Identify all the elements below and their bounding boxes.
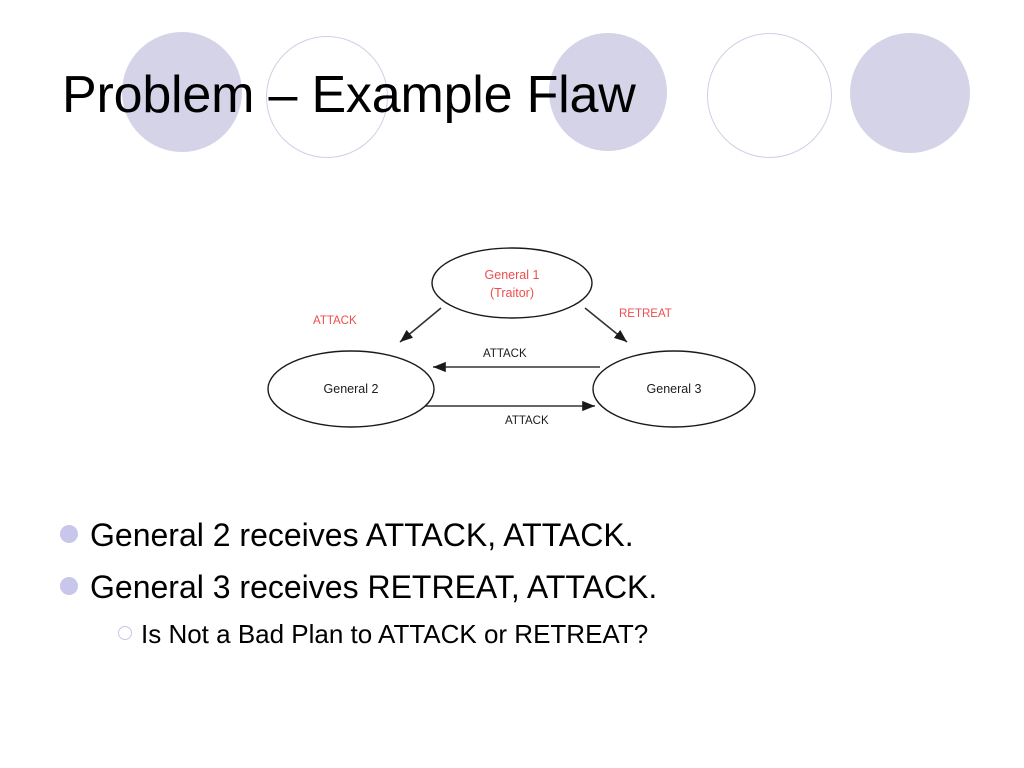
bullet-text: General 2 receives ATTACK, ATTACK.	[90, 517, 634, 553]
bullet-marker-filled-icon	[60, 525, 78, 543]
bullet-list: General 2 receives ATTACK, ATTACK. Gener…	[60, 512, 960, 652]
node-general1-label-line1: General 1	[485, 268, 540, 282]
edge-label-retreat-right: RETREAT	[619, 308, 672, 320]
byzantine-generals-diagram: ATTACK RETREAT ATTACK ATTACK General 1	[255, 232, 775, 447]
edge-general2-to-general3: ATTACK	[423, 400, 595, 427]
list-item: General 2 receives ATTACK, ATTACK.	[60, 512, 960, 558]
node-general2-label: General 2	[324, 382, 379, 396]
bullet-marker-hollow-icon	[118, 626, 132, 640]
title-block: Problem – Example Flaw	[62, 58, 942, 138]
bullet-marker-filled-icon	[60, 577, 78, 595]
edge-general1-to-general3: RETREAT	[584, 307, 672, 343]
page-title: Problem – Example Flaw	[62, 66, 636, 124]
node-general2: General 2	[267, 350, 435, 428]
node-general3-label: General 3	[647, 382, 702, 396]
bullet-text: Is Not a Bad Plan to ATTACK or RETREAT?	[141, 619, 649, 649]
bullet-text: General 3 receives RETREAT, ATTACK.	[90, 569, 658, 605]
list-item: Is Not a Bad Plan to ATTACK or RETREAT?	[118, 616, 960, 652]
edge-general3-to-general2: ATTACK	[433, 348, 600, 373]
list-item: General 3 receives RETREAT, ATTACK.	[60, 564, 960, 610]
node-general3: General 3	[592, 350, 756, 428]
edge-label-attack-top: ATTACK	[483, 348, 527, 360]
edge-label-attack-left: ATTACK	[313, 315, 357, 327]
node-general1: General 1 (Traitor)	[431, 247, 593, 319]
node-general1-label-line2: (Traitor)	[490, 286, 534, 300]
edge-general1-to-general2: ATTACK	[313, 307, 442, 343]
edge-label-attack-bottom: ATTACK	[505, 415, 549, 427]
